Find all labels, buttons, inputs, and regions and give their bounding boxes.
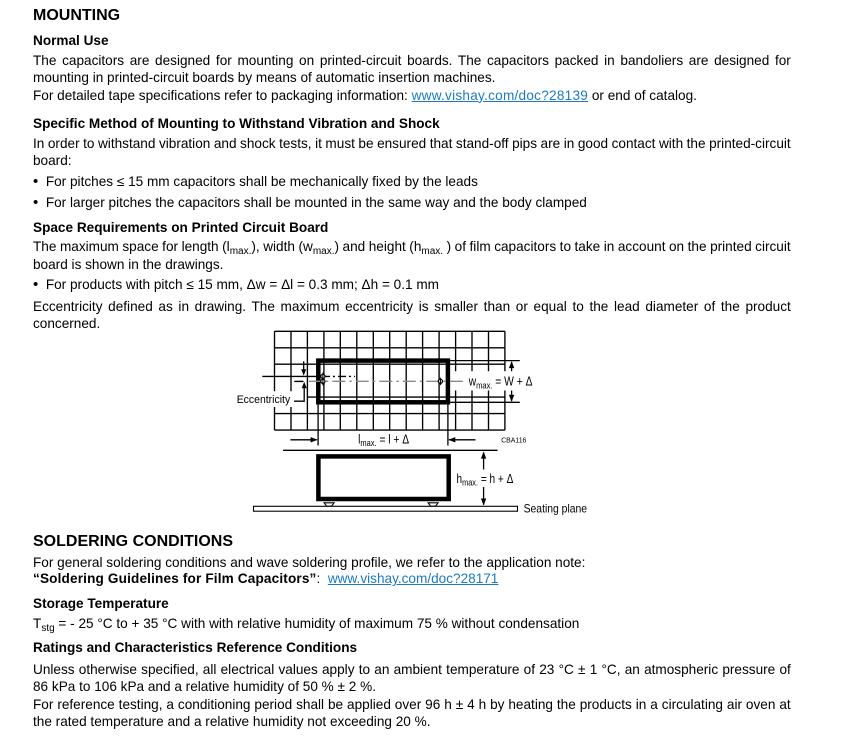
svg-text:lmax. = l + Δ: lmax. = l + Δ <box>358 431 409 449</box>
svg-text:Eccentricity: Eccentricity <box>237 394 291 406</box>
svg-text:CBA116: CBA116 <box>501 436 526 445</box>
svg-text:Seating plane: Seating plane <box>524 503 588 516</box>
